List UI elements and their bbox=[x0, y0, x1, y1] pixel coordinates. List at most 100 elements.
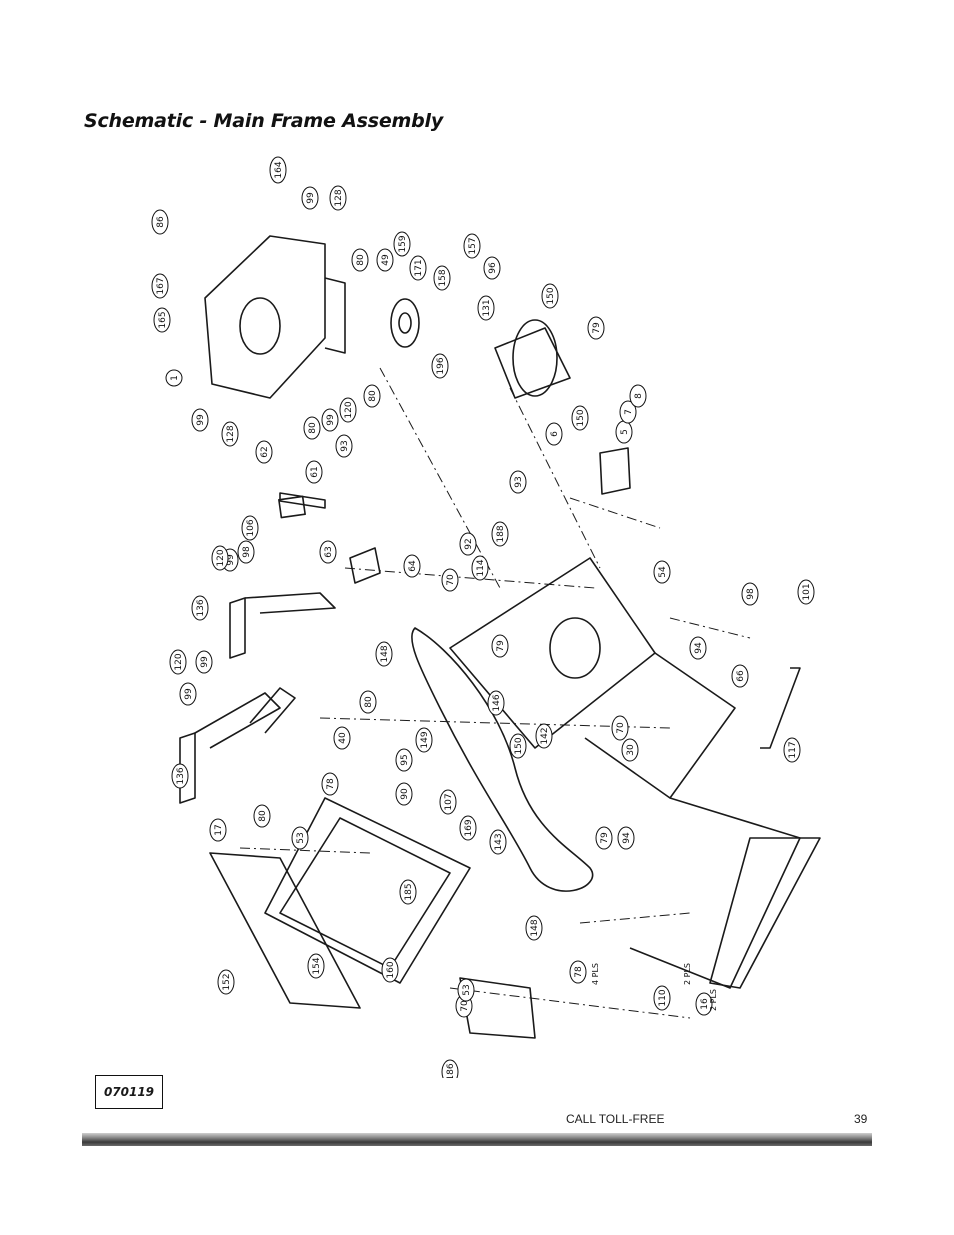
svg-text:150: 150 bbox=[514, 737, 524, 754]
side-rail bbox=[709, 837, 821, 989]
svg-text:95: 95 bbox=[400, 754, 410, 765]
svg-text:54: 54 bbox=[658, 566, 668, 578]
svg-text:86: 86 bbox=[156, 216, 166, 228]
svg-text:150: 150 bbox=[546, 287, 556, 304]
footer-call-text: CALL TOLL-FREE bbox=[566, 1112, 665, 1126]
svg-text:99: 99 bbox=[196, 414, 206, 426]
svg-text:16: 16 bbox=[700, 998, 710, 1010]
base-sheet bbox=[209, 852, 361, 1009]
note-4-pls: 4 PLS bbox=[591, 963, 600, 985]
svg-text:80: 80 bbox=[368, 390, 378, 402]
svg-text:8: 8 bbox=[634, 393, 644, 399]
svg-text:80: 80 bbox=[364, 696, 374, 708]
svg-text:99: 99 bbox=[200, 656, 210, 668]
svg-text:90: 90 bbox=[400, 788, 410, 800]
svg-text:131: 131 bbox=[482, 299, 492, 316]
svg-text:79: 79 bbox=[592, 322, 602, 334]
svg-text:79: 79 bbox=[496, 640, 506, 652]
svg-text:169: 169 bbox=[464, 819, 474, 836]
page-number: 39 bbox=[854, 1112, 868, 1126]
note-2-pls-a: 2 PLS bbox=[683, 963, 692, 985]
svg-text:80: 80 bbox=[258, 810, 268, 822]
svg-text:270: 270 bbox=[616, 719, 626, 736]
svg-text:93: 93 bbox=[340, 440, 350, 451]
svg-text:149: 149 bbox=[420, 731, 430, 748]
svg-text:165: 165 bbox=[158, 311, 168, 328]
svg-text:40: 40 bbox=[338, 732, 348, 744]
leg-upper bbox=[229, 597, 246, 659]
svg-text:66: 66 bbox=[736, 670, 746, 682]
svg-text:30: 30 bbox=[626, 744, 636, 756]
svg-text:196: 196 bbox=[436, 357, 446, 374]
svg-text:94: 94 bbox=[694, 642, 704, 654]
motor-plate bbox=[204, 235, 326, 399]
svg-text:49: 49 bbox=[381, 254, 391, 266]
svg-text:114: 114 bbox=[476, 559, 486, 576]
svg-text:110: 110 bbox=[658, 989, 668, 1006]
svg-text:80: 80 bbox=[308, 422, 318, 434]
svg-text:70: 70 bbox=[460, 1000, 470, 1012]
footer-divider-bar bbox=[82, 1133, 872, 1146]
document-code: 070119 bbox=[95, 1075, 163, 1109]
svg-text:128: 128 bbox=[334, 189, 344, 206]
svg-text:70: 70 bbox=[446, 574, 456, 586]
svg-text:120: 120 bbox=[216, 549, 226, 566]
svg-text:154: 154 bbox=[312, 957, 322, 974]
svg-text:78: 78 bbox=[574, 966, 584, 978]
svg-text:136: 136 bbox=[196, 599, 206, 616]
switch-box bbox=[599, 447, 631, 495]
motor-hole bbox=[239, 297, 281, 355]
svg-text:99: 99 bbox=[306, 192, 316, 204]
svg-text:99: 99 bbox=[184, 688, 194, 700]
svg-text:94: 94 bbox=[622, 832, 632, 844]
svg-text:96: 96 bbox=[488, 262, 498, 274]
frame-hole bbox=[549, 617, 601, 679]
svg-text:101: 101 bbox=[802, 583, 812, 600]
svg-text:6: 6 bbox=[550, 431, 560, 437]
svg-text:120: 120 bbox=[174, 653, 184, 670]
svg-text:98: 98 bbox=[746, 588, 756, 600]
svg-text:136: 136 bbox=[176, 767, 186, 784]
note-2-pls-b: 2 PLS bbox=[709, 989, 718, 1011]
svg-text:186: 186 bbox=[446, 1063, 456, 1078]
svg-text:148: 148 bbox=[380, 645, 390, 662]
svg-text:92: 92 bbox=[464, 538, 474, 549]
svg-text:53: 53 bbox=[462, 984, 472, 995]
svg-text:63: 63 bbox=[324, 546, 334, 557]
svg-text:159: 159 bbox=[398, 235, 408, 252]
pulley bbox=[390, 298, 420, 348]
svg-text:160: 160 bbox=[386, 961, 396, 978]
svg-text:1: 1 bbox=[170, 375, 180, 381]
base-frame bbox=[264, 797, 471, 984]
page-title: Schematic - Main Frame Assembly bbox=[84, 110, 444, 132]
svg-text:188: 188 bbox=[496, 525, 506, 542]
main-frame bbox=[449, 557, 656, 749]
svg-text:171: 171 bbox=[414, 259, 424, 276]
svg-text:185: 185 bbox=[404, 883, 414, 900]
svg-text:117: 117 bbox=[788, 741, 798, 758]
diagram-drawing: 164 86 167 165 1 99 128 99 128 80 49 159… bbox=[151, 156, 821, 1078]
svg-text:148: 148 bbox=[530, 919, 540, 936]
svg-text:158: 158 bbox=[438, 269, 448, 286]
svg-text:78: 78 bbox=[326, 778, 336, 790]
svg-text:128: 128 bbox=[226, 425, 236, 442]
svg-text:99: 99 bbox=[226, 554, 236, 566]
svg-text:142: 142 bbox=[540, 727, 550, 744]
svg-text:70: 70 bbox=[616, 722, 626, 734]
svg-text:64: 64 bbox=[408, 560, 418, 572]
svg-text:53: 53 bbox=[296, 832, 306, 843]
svg-text:157: 157 bbox=[468, 237, 478, 254]
svg-text:146: 146 bbox=[492, 694, 502, 711]
svg-text:120: 120 bbox=[344, 401, 354, 418]
svg-text:80: 80 bbox=[356, 254, 366, 266]
svg-text:61: 61 bbox=[310, 466, 320, 477]
svg-text:99: 99 bbox=[326, 414, 336, 426]
main-frame-assembly-diagram: 164 86 167 165 1 99 128 99 128 80 49 159… bbox=[150, 148, 840, 1078]
svg-text:17: 17 bbox=[214, 824, 224, 835]
svg-text:62: 62 bbox=[260, 446, 270, 457]
belt bbox=[411, 627, 594, 892]
svg-text:152: 152 bbox=[222, 973, 232, 990]
svg-text:107: 107 bbox=[444, 793, 454, 810]
svg-text:150: 150 bbox=[576, 409, 586, 426]
svg-text:79: 79 bbox=[600, 832, 610, 844]
